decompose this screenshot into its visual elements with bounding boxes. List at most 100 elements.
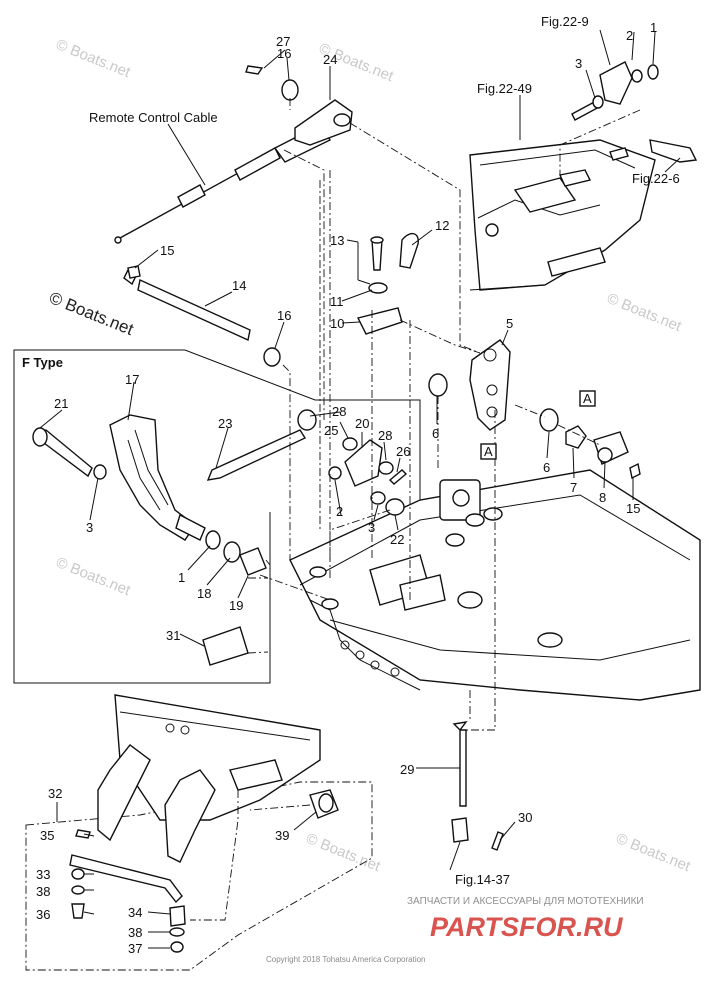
remote-control-cable — [114, 124, 332, 244]
copyright: Copyright 2018 Tohatsu America Corporati… — [266, 955, 426, 964]
part-number: 23 — [218, 416, 232, 431]
part-number: 15 — [626, 501, 640, 516]
plate-10 — [356, 307, 403, 335]
part-number: 19 — [229, 598, 243, 613]
clip-15b — [629, 462, 641, 480]
part-number: 38 — [36, 884, 50, 899]
bolt-13 — [371, 239, 383, 271]
part-number: 3 — [86, 520, 93, 535]
part-number: 18 — [197, 586, 211, 601]
link-rod — [69, 854, 183, 904]
steering-bracket — [289, 469, 701, 701]
part-number: 21 — [54, 396, 68, 411]
collar-34 — [169, 905, 186, 927]
part-number: 6 — [543, 460, 550, 475]
part-number: 16 — [277, 308, 291, 323]
watermark-dark: © Boats.net — [47, 288, 137, 339]
part-number: 6 — [432, 426, 439, 441]
washer-28b — [378, 461, 394, 475]
part-number: 32 — [48, 786, 62, 801]
part-number: 39 — [275, 828, 289, 843]
nut-33 — [71, 868, 85, 880]
clip-35 — [75, 829, 91, 839]
part-number: 24 — [323, 52, 337, 67]
part-number: 38 — [128, 925, 142, 940]
joint-24 — [294, 99, 353, 146]
bracket-assembly — [469, 139, 656, 291]
collar-19 — [239, 547, 267, 576]
part-number: 10 — [330, 316, 344, 331]
part-number: 5 — [506, 316, 513, 331]
part-number: 29 — [400, 762, 414, 777]
washer-11 — [368, 282, 388, 294]
part-number: 26 — [396, 444, 410, 459]
remote-control-cable-label: Remote Control Cable — [89, 110, 218, 125]
bolt-21 — [39, 428, 93, 478]
fig-ref-22-49[interactable]: Fig.22-49 — [477, 81, 532, 96]
clip-27 — [245, 65, 264, 75]
part-number: 11 — [330, 294, 344, 309]
connection-lines — [190, 98, 641, 921]
watermark: © Boats.net — [54, 554, 134, 600]
rod-23 — [206, 429, 307, 481]
bolt-36 — [71, 903, 85, 919]
collar-22 — [385, 498, 405, 516]
ref-box-a-mid — [480, 443, 497, 460]
part-number: 14 — [232, 278, 246, 293]
part-number: 1 — [178, 570, 185, 585]
part-number: 7 — [570, 480, 577, 495]
part-number: 28 — [332, 404, 346, 419]
watermark: © Boats.net — [304, 830, 384, 876]
washer-18 — [223, 541, 241, 563]
part-number: 33 — [36, 867, 50, 882]
washer-1c — [647, 64, 659, 80]
part-number: 35 — [40, 828, 54, 843]
fig-ref-14-37[interactable]: Fig.14-37 — [455, 872, 510, 887]
part-number: 37 — [128, 941, 142, 956]
part-number: 2 — [336, 504, 343, 519]
part-number: 3 — [575, 56, 582, 71]
part-number: 3 — [368, 520, 375, 535]
clip-15a — [127, 265, 141, 279]
part-number: 17 — [125, 372, 139, 387]
part-number: 2 — [626, 28, 633, 43]
part-number: 22 — [390, 532, 404, 547]
part-number: 15 — [160, 243, 174, 258]
sleeve-fig14-37 — [451, 817, 469, 843]
washer-2c — [631, 69, 643, 83]
washer-16-mid — [263, 347, 281, 367]
washer-28a — [342, 437, 358, 451]
part-number: 16 — [277, 46, 291, 61]
part-number: 28 — [378, 428, 392, 443]
part-number: 31 — [166, 628, 180, 643]
screw-26 — [388, 469, 408, 485]
part-numbers: 27 16 24 15 14 16 13 12 11 10 5 6 6 7 8 … — [36, 20, 657, 956]
ref-box-a-top-label: A — [583, 391, 592, 406]
watermark: © Boats.net — [54, 36, 134, 82]
watermark: © Boats.net — [614, 830, 694, 876]
part-number: 25 — [324, 423, 338, 438]
part-number: 27 — [276, 34, 290, 49]
part-number: 20 — [355, 416, 369, 431]
washer-38b — [169, 927, 185, 937]
part-number: 34 — [128, 905, 142, 920]
label-31 — [202, 626, 249, 666]
washer-3b — [370, 491, 386, 505]
nut-37 — [170, 941, 184, 953]
bracket-20 — [344, 439, 383, 487]
washer-38a — [71, 885, 85, 895]
part-number: 1 — [650, 20, 657, 35]
rod-14 — [137, 278, 251, 342]
washer-3a — [93, 464, 107, 480]
watermark: © Boats.net — [605, 290, 685, 336]
bushing-6a — [428, 373, 448, 397]
fig-ref-22-6[interactable]: Fig.22-6 — [632, 171, 680, 186]
pin-30 — [491, 831, 504, 851]
leader-lines — [39, 29, 681, 949]
fig-ref-22-9[interactable]: Fig.22-9 — [541, 14, 589, 29]
lower-handle-assembly — [97, 694, 321, 863]
brand-logo: PARTSFOR.RU — [430, 912, 624, 942]
part-number: 30 — [518, 810, 532, 825]
f-type-title: F Type — [22, 355, 63, 370]
washer-16-top — [281, 79, 299, 101]
